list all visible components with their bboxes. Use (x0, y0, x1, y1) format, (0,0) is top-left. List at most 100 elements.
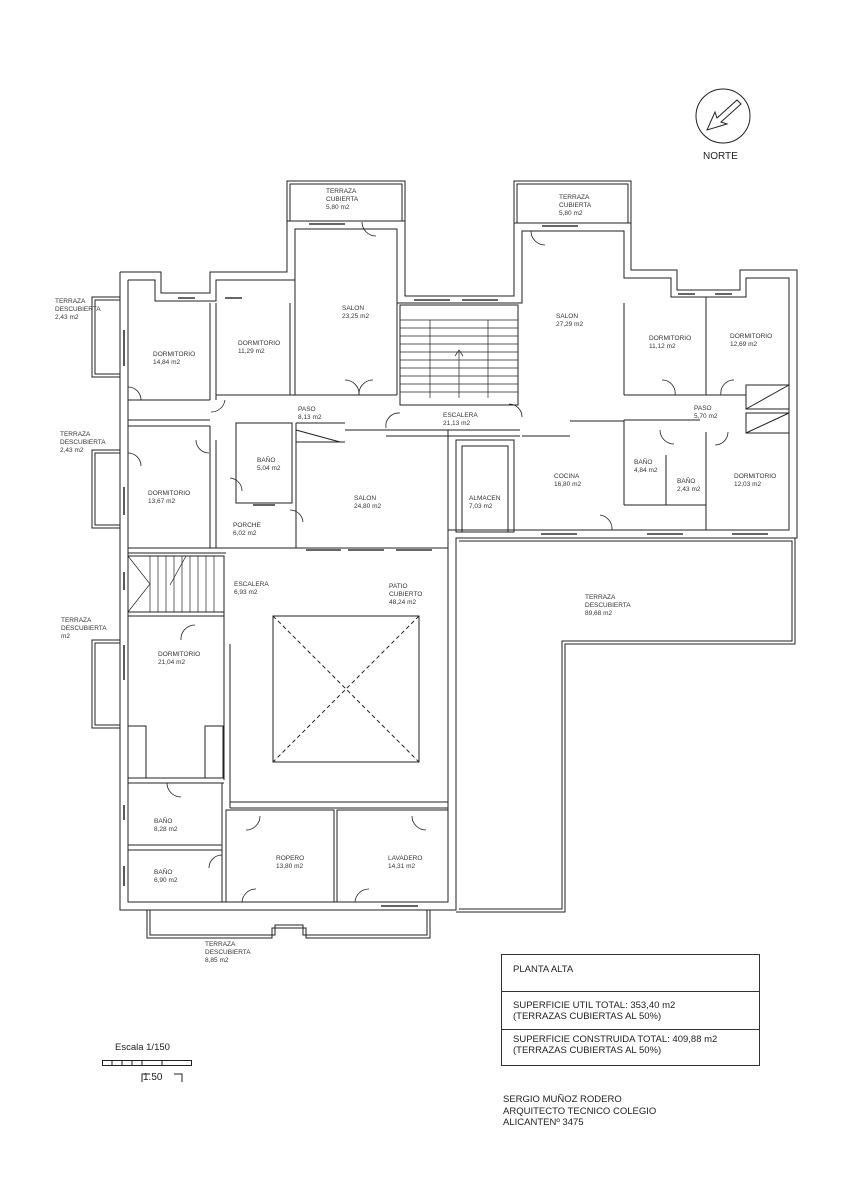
room-name: DORMITORIO (730, 333, 773, 340)
room-name: TERRAZA DESCUBIERTA (55, 298, 101, 313)
room-name: DORMITORIO (649, 335, 692, 342)
room-area: 48,24 m2 (389, 599, 417, 606)
room-area: 5,80 m2 (326, 204, 350, 211)
room-name: BAÑO (677, 478, 696, 485)
room-area: 8,13 m2 (298, 414, 322, 421)
superficie-util: SUPERFICIE UTIL TOTAL: 353,40 m2 (TERRAZ… (502, 992, 759, 1030)
room-name: DORMITORIO (158, 651, 201, 658)
room-area: 5,04 m2 (257, 465, 281, 472)
room-area: 2,43 m2 (60, 447, 84, 454)
superficie-util-value: SUPERFICIE UTIL TOTAL: 353,40 m2 (513, 1000, 676, 1011)
superficie-construida-value: SUPERFICIE CONSTRUIDA TOTAL: 409,88 m2 (513, 1034, 718, 1045)
room-name: SALON (354, 495, 377, 502)
room-area: 21,13 m2 (443, 420, 471, 427)
room-name: PASO (694, 405, 712, 412)
room-area: 6,90 m2 (154, 877, 178, 884)
room-name: SALON (342, 305, 365, 312)
room-name: BAÑO (154, 818, 173, 825)
north-label: NORTE (703, 151, 738, 162)
scale-title: Escala 1/150 (115, 1042, 170, 1053)
room-name: BAÑO (257, 457, 276, 464)
room-name: PATIO CUBIERTO (389, 583, 423, 598)
room-name: TERRAZA DESCUBIERTA (585, 594, 631, 609)
room-area: 21,04 m2 (158, 659, 186, 666)
room-name: SALON (556, 313, 579, 320)
room-area: 89,68 m2 (585, 610, 613, 617)
scale-value: 1.50 (143, 1072, 163, 1083)
room-area: 23,25 m2 (342, 313, 370, 320)
superficie-construida-note: (TERRAZAS CUBIERTAS AL 50%) (513, 1045, 662, 1056)
room-area: 12,69 m2 (730, 341, 758, 348)
scale-bar (102, 1060, 192, 1082)
room-name: BAÑO (634, 459, 653, 466)
room-area: 13,67 m2 (148, 498, 176, 505)
surface-summary-box: PLANTA ALTA SUPERFICIE UTIL TOTAL: 353,4… (501, 954, 760, 1066)
room-area: 7,03 m2 (469, 503, 493, 510)
room-area: 13,80 m2 (276, 863, 304, 870)
room-area: m2 (61, 633, 71, 640)
room-area: 8,85 m2 (205, 957, 229, 964)
room-area: 5,70 m2 (694, 413, 718, 420)
room-name: PASO (298, 406, 316, 413)
room-area: 4,84 m2 (634, 467, 658, 474)
room-name: ESCALERA (443, 412, 478, 419)
room-area: 2,43 m2 (55, 314, 79, 321)
room-name: DORMITORIO (148, 490, 191, 497)
room-area: 8,28 m2 (154, 826, 178, 833)
room-name: TERRAZA CUBIERTA (559, 194, 592, 209)
room-name: TERRAZA DESCUBIERTA (61, 617, 107, 632)
room-area: 14,84 m2 (153, 359, 181, 366)
room-area: 11,29 m2 (238, 348, 265, 355)
room-area: 27,29 m2 (556, 321, 584, 328)
room-name: ESCALERA (234, 581, 269, 588)
room-name: COCINA (554, 473, 580, 480)
room-name: TERRAZA CUBIERTA (326, 188, 359, 203)
room-name: TERRAZA DESCUBIERTA (60, 431, 106, 446)
room-name: BAÑO (154, 869, 173, 876)
room-area: 16,80 m2 (554, 481, 582, 488)
room-name: PORCHE (233, 522, 261, 529)
room-area: 11,12 m2 (649, 343, 676, 350)
room-area: 12,03 m2 (734, 481, 762, 488)
room-area: 14,31 m2 (388, 863, 416, 870)
room-name: DORMITORIO (153, 351, 196, 358)
room-area: 6,93 m2 (234, 589, 258, 596)
author-registration: ALICANTENº 3475 (503, 1117, 584, 1128)
author-block: SERGIO MUÑOZ RODERO ARQUITECTO TECNICO C… (503, 1094, 656, 1129)
room-name: LAVADERO (388, 855, 423, 862)
room-area: 6,02 m2 (233, 530, 257, 537)
author-name: SERGIO MUÑOZ RODERO (503, 1094, 622, 1105)
room-name: DORMITORIO (734, 473, 777, 480)
room-area: 24,80 m2 (354, 503, 382, 510)
plan-title: PLANTA ALTA (502, 955, 759, 992)
superficie-construida: SUPERFICIE CONSTRUIDA TOTAL: 409,88 m2 (… (502, 1030, 759, 1065)
